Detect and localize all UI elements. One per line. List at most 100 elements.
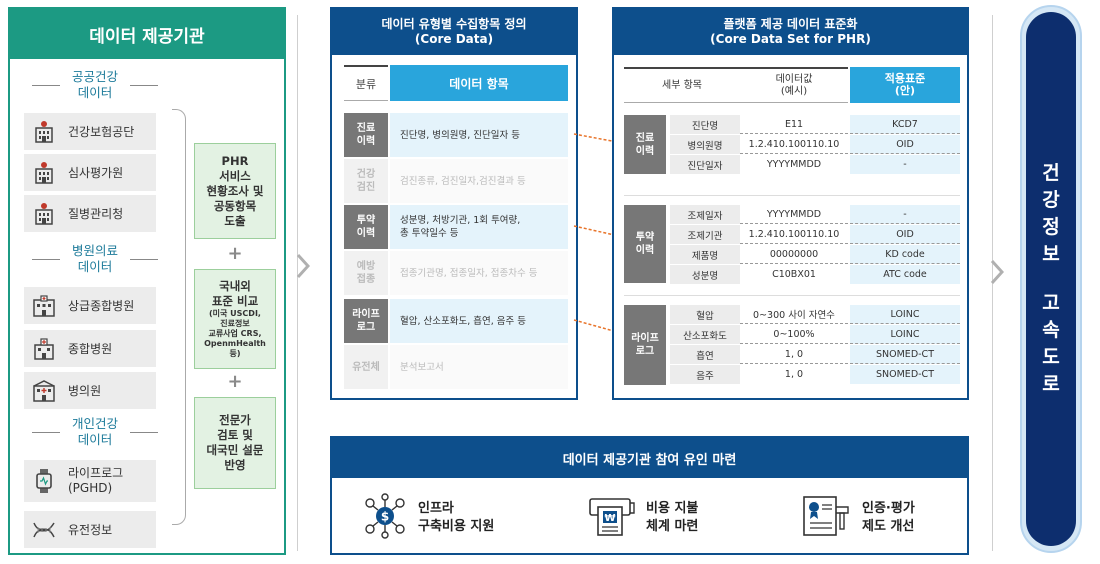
- row-label-vaccination: 예방 접종: [344, 251, 388, 295]
- health-highway-label: 건 강 정 보 고 속 도 로: [1026, 12, 1076, 546]
- core-data-set-title: 플랫폼 제공 데이터 표준화: [723, 17, 858, 31]
- row-items-genome: 분석보고서: [390, 345, 568, 389]
- core-data-set-subtitle: (Core Data Set for PHR): [710, 32, 871, 46]
- row-label-lifelog: 라이프 로그: [344, 299, 388, 343]
- row-items-checkup: 검진종류, 검진일자,검진결과 등: [390, 159, 568, 203]
- institution-item: 병의원: [24, 372, 156, 409]
- institution-label: 라이프로그 (PGHD): [68, 466, 124, 495]
- core-data-set-header: 플랫폼 제공 데이터 표준화 (Core Data Set for PHR): [614, 9, 967, 55]
- group-title-personal: 개인건강 데이터: [60, 416, 130, 448]
- dna-icon: [32, 518, 56, 542]
- certificate-icon: [802, 493, 852, 543]
- sub-item: 병의원명: [670, 135, 740, 154]
- standard-value: OID: [850, 225, 960, 244]
- core-data-panel: 데이터 유형별 수집항목 정의 (Core Data) 분류 데이터 항목 진료…: [330, 7, 578, 400]
- step-text: PHR 서비스 현황조사 및 공동항목 도출: [206, 153, 264, 228]
- group-title-public: 공공건강 데이터: [60, 69, 130, 101]
- clinic-icon: [32, 379, 56, 403]
- institution-item: 유전정보: [24, 511, 156, 548]
- data-provider-panel: 데이터 제공기관 공공건강 데이터 건강보험공단 심사평가원 질병관리청 병원의…: [8, 7, 286, 555]
- institution-item: 상급종합병원: [24, 287, 156, 324]
- incentive-text: 인프라 구축비용 지원: [418, 501, 495, 534]
- row-items-clinical: 진단명, 병의원명, 진단일자 등: [390, 113, 568, 157]
- sub-item: 제품명: [670, 245, 740, 264]
- sub-item: 진단일자: [670, 155, 740, 174]
- highway-text-highway: 고 속 도 로: [1042, 292, 1060, 395]
- institution-item: 심사평가원: [24, 154, 156, 191]
- data-value: YYYYMMDD: [740, 205, 848, 224]
- institution-label: 심사평가원: [68, 166, 124, 180]
- incentive-item: $ 인프라 구축비용 지원: [362, 490, 494, 546]
- data-value: 1.2.410.100110.10: [740, 225, 848, 244]
- section-divider: [624, 195, 960, 196]
- divider-line: [297, 15, 298, 551]
- data-value: 1.2.410.100110.10: [740, 135, 848, 154]
- grouping-brace: [172, 109, 186, 525]
- standard-value: KD code: [850, 245, 960, 264]
- government-building-icon: [32, 161, 56, 185]
- step-standard-compare: 국내외 표준 비교 (미국 USCDI, 진료정보 교류사업 CRS, Open…: [194, 269, 276, 369]
- government-building-icon: [32, 120, 56, 144]
- step-text: 국내외 표준 비교: [211, 279, 259, 308]
- step-small-text: (미국 USCDI, 진료정보 교류사업 CRS, OpenmHealth 등): [204, 309, 266, 358]
- core-data-header: 데이터 유형별 수집항목 정의 (Core Data): [332, 9, 576, 55]
- incentive-text: 비용 지불 체계 마련: [646, 501, 699, 534]
- standard-value: OID: [850, 135, 960, 154]
- standard-value: -: [850, 155, 960, 174]
- data-value: 0~100%: [740, 325, 848, 344]
- government-building-icon: [32, 202, 56, 226]
- sub-item: 조제일자: [670, 205, 740, 224]
- incentive-panel: 데이터 제공기관 참여 유인 마련 $ 인프라 구축비용 지원 ₩ 비용 지불 …: [330, 436, 969, 555]
- step-expert-review: 전문가 검토 및 대국민 설문 반영: [194, 397, 276, 489]
- data-provider-title: 데이터 제공기관: [10, 9, 284, 59]
- row-label-clinical: 진료 이력: [344, 113, 388, 157]
- chevron-right-icon: [990, 258, 1005, 293]
- standard-value: -: [850, 205, 960, 224]
- hospital-icon: [32, 294, 56, 318]
- incentive-title: 데이터 제공기관 참여 유인 마련: [332, 438, 967, 478]
- sub-item: 성분명: [670, 265, 740, 284]
- column-header-category: 분류: [344, 65, 388, 101]
- row-items-vaccination: 접종기관명, 접종일자, 접종차수 등: [390, 251, 568, 295]
- column-header-items: 데이터 항목: [390, 65, 568, 101]
- step-text: 전문가 검토 및 대국민 설문 반영: [206, 413, 264, 472]
- institution-label: 종합병원: [68, 342, 113, 356]
- sub-item: 음주: [670, 365, 740, 384]
- hospital-icon: [32, 337, 56, 361]
- section-label-clinical: 진료 이력: [624, 115, 666, 174]
- row-label-medication: 투약 이력: [344, 205, 388, 249]
- smartwatch-icon: [32, 469, 56, 493]
- sub-item: 조제기관: [670, 225, 740, 244]
- svg-text:₩: ₩: [604, 513, 615, 524]
- incentive-item: ₩ 비용 지불 체계 마련: [588, 490, 698, 546]
- standard-value: SNOMED-CT: [850, 365, 960, 384]
- row-label-checkup: 건강 검진: [344, 159, 388, 203]
- data-value: 0~300 사이 자연수: [740, 305, 848, 324]
- institution-label: 건강보험공단: [68, 125, 135, 139]
- institution-item: 건강보험공단: [24, 113, 156, 150]
- institution-label: 상급종합병원: [68, 299, 135, 313]
- data-value: YYYYMMDD: [766, 159, 822, 170]
- incentive-item: 인증·평가 제도 개선: [802, 490, 915, 546]
- core-data-subtitle: (Core Data): [414, 32, 494, 46]
- row-label-genome: 유전체: [344, 345, 388, 389]
- institution-label: 질병관리청: [68, 207, 124, 221]
- data-value: 1, 0: [740, 345, 848, 364]
- chevron-right-icon: [296, 252, 311, 287]
- step-survey: PHR 서비스 현황조사 및 공동항목 도출: [194, 143, 276, 239]
- section-divider: [624, 295, 960, 296]
- standard-value: SNOMED-CT: [850, 345, 960, 364]
- money-network-icon: $: [362, 493, 408, 543]
- standard-value: ATC code: [850, 265, 960, 284]
- plus-sign: +: [227, 371, 243, 392]
- column-header-value: 데이터값 (예시): [740, 67, 848, 103]
- data-value: 1, 0: [784, 369, 804, 380]
- institution-item: 종합병원: [24, 330, 156, 367]
- institution-label: 병의원: [68, 384, 102, 398]
- sub-item: 진단명: [670, 115, 740, 134]
- institution-item: 질병관리청: [24, 195, 156, 232]
- data-value: E11: [740, 115, 848, 134]
- payment-machine-icon: ₩: [588, 493, 636, 543]
- standard-value: KCD7: [850, 115, 960, 134]
- incentive-text: 인증·평가 제도 개선: [862, 501, 915, 534]
